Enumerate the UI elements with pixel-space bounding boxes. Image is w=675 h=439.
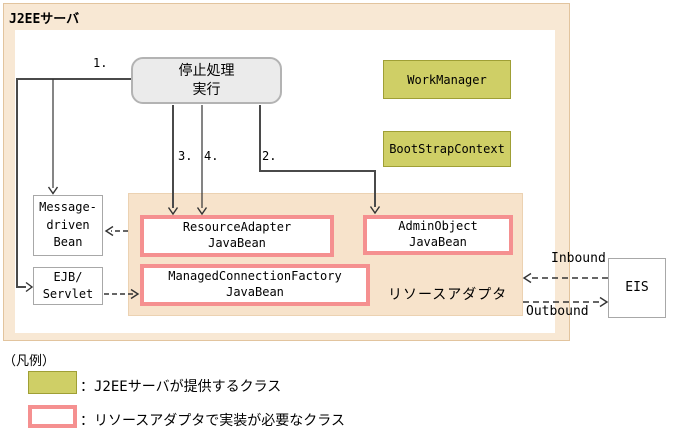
eis-label: EIS: [625, 279, 649, 295]
ejb-servlet-box: EJB/ Servlet: [33, 267, 103, 305]
eis-box: EIS: [608, 258, 666, 318]
legend-provided-label: ：J2EEサーバが提供するクラス: [80, 379, 282, 395]
legend-title: （凡例）: [3, 354, 56, 369]
ejb-line2: Servlet: [42, 287, 94, 301]
legend-required-label: ：リソースアダプタで実装が必要なクラス: [80, 413, 346, 429]
legend-provided-swatch: [28, 371, 77, 394]
resource-adapter-javabean-box: ResourceAdapter JavaBean: [140, 215, 334, 257]
aob-line2: JavaBean: [409, 235, 467, 249]
legend-required-swatch: [28, 405, 77, 428]
admin-object-javabean-box: AdminObject JavaBean: [363, 215, 513, 255]
outbound-label: Outbound: [526, 304, 589, 319]
step-label-1: 1.: [93, 56, 108, 70]
aob-line1: AdminObject: [398, 219, 478, 234]
rab-line1: ResourceAdapter: [182, 220, 292, 235]
step-label-3: 3.: [178, 149, 193, 163]
inbound-label: Inbound: [551, 251, 606, 266]
rab-line2: JavaBean: [208, 236, 266, 250]
bootstrapcontext-label: BootStrapContext: [389, 142, 505, 156]
stop-process-node: 停止処理 実行: [131, 57, 282, 104]
stop-process-line2: 実行: [192, 81, 221, 98]
resource-adapter-label: リソースアダプタ: [388, 287, 508, 303]
managed-connection-factory-javabean-box: ManagedConnectionFactory JavaBean: [140, 264, 370, 306]
ejb-line1: EJB/: [53, 269, 83, 284]
stop-process-line1: 停止処理: [178, 62, 235, 79]
mdb-line2: driven: [46, 217, 90, 232]
step-label-2: 2.: [262, 149, 277, 163]
mdb-line1: Message-: [39, 200, 97, 215]
j2ee-server-label: J2EEサーバ: [9, 12, 80, 27]
message-driven-bean-box: Message- driven Bean: [33, 195, 103, 256]
mdb-line3: Bean: [53, 235, 83, 250]
mcf-line1: ManagedConnectionFactory: [168, 269, 342, 284]
workmanager-box: WorkManager: [383, 60, 511, 99]
step-label-4: 4.: [204, 149, 219, 163]
bootstrapcontext-box: BootStrapContext: [383, 131, 511, 167]
mcf-line2: JavaBean: [226, 285, 284, 299]
workmanager-label: WorkManager: [407, 72, 487, 87]
